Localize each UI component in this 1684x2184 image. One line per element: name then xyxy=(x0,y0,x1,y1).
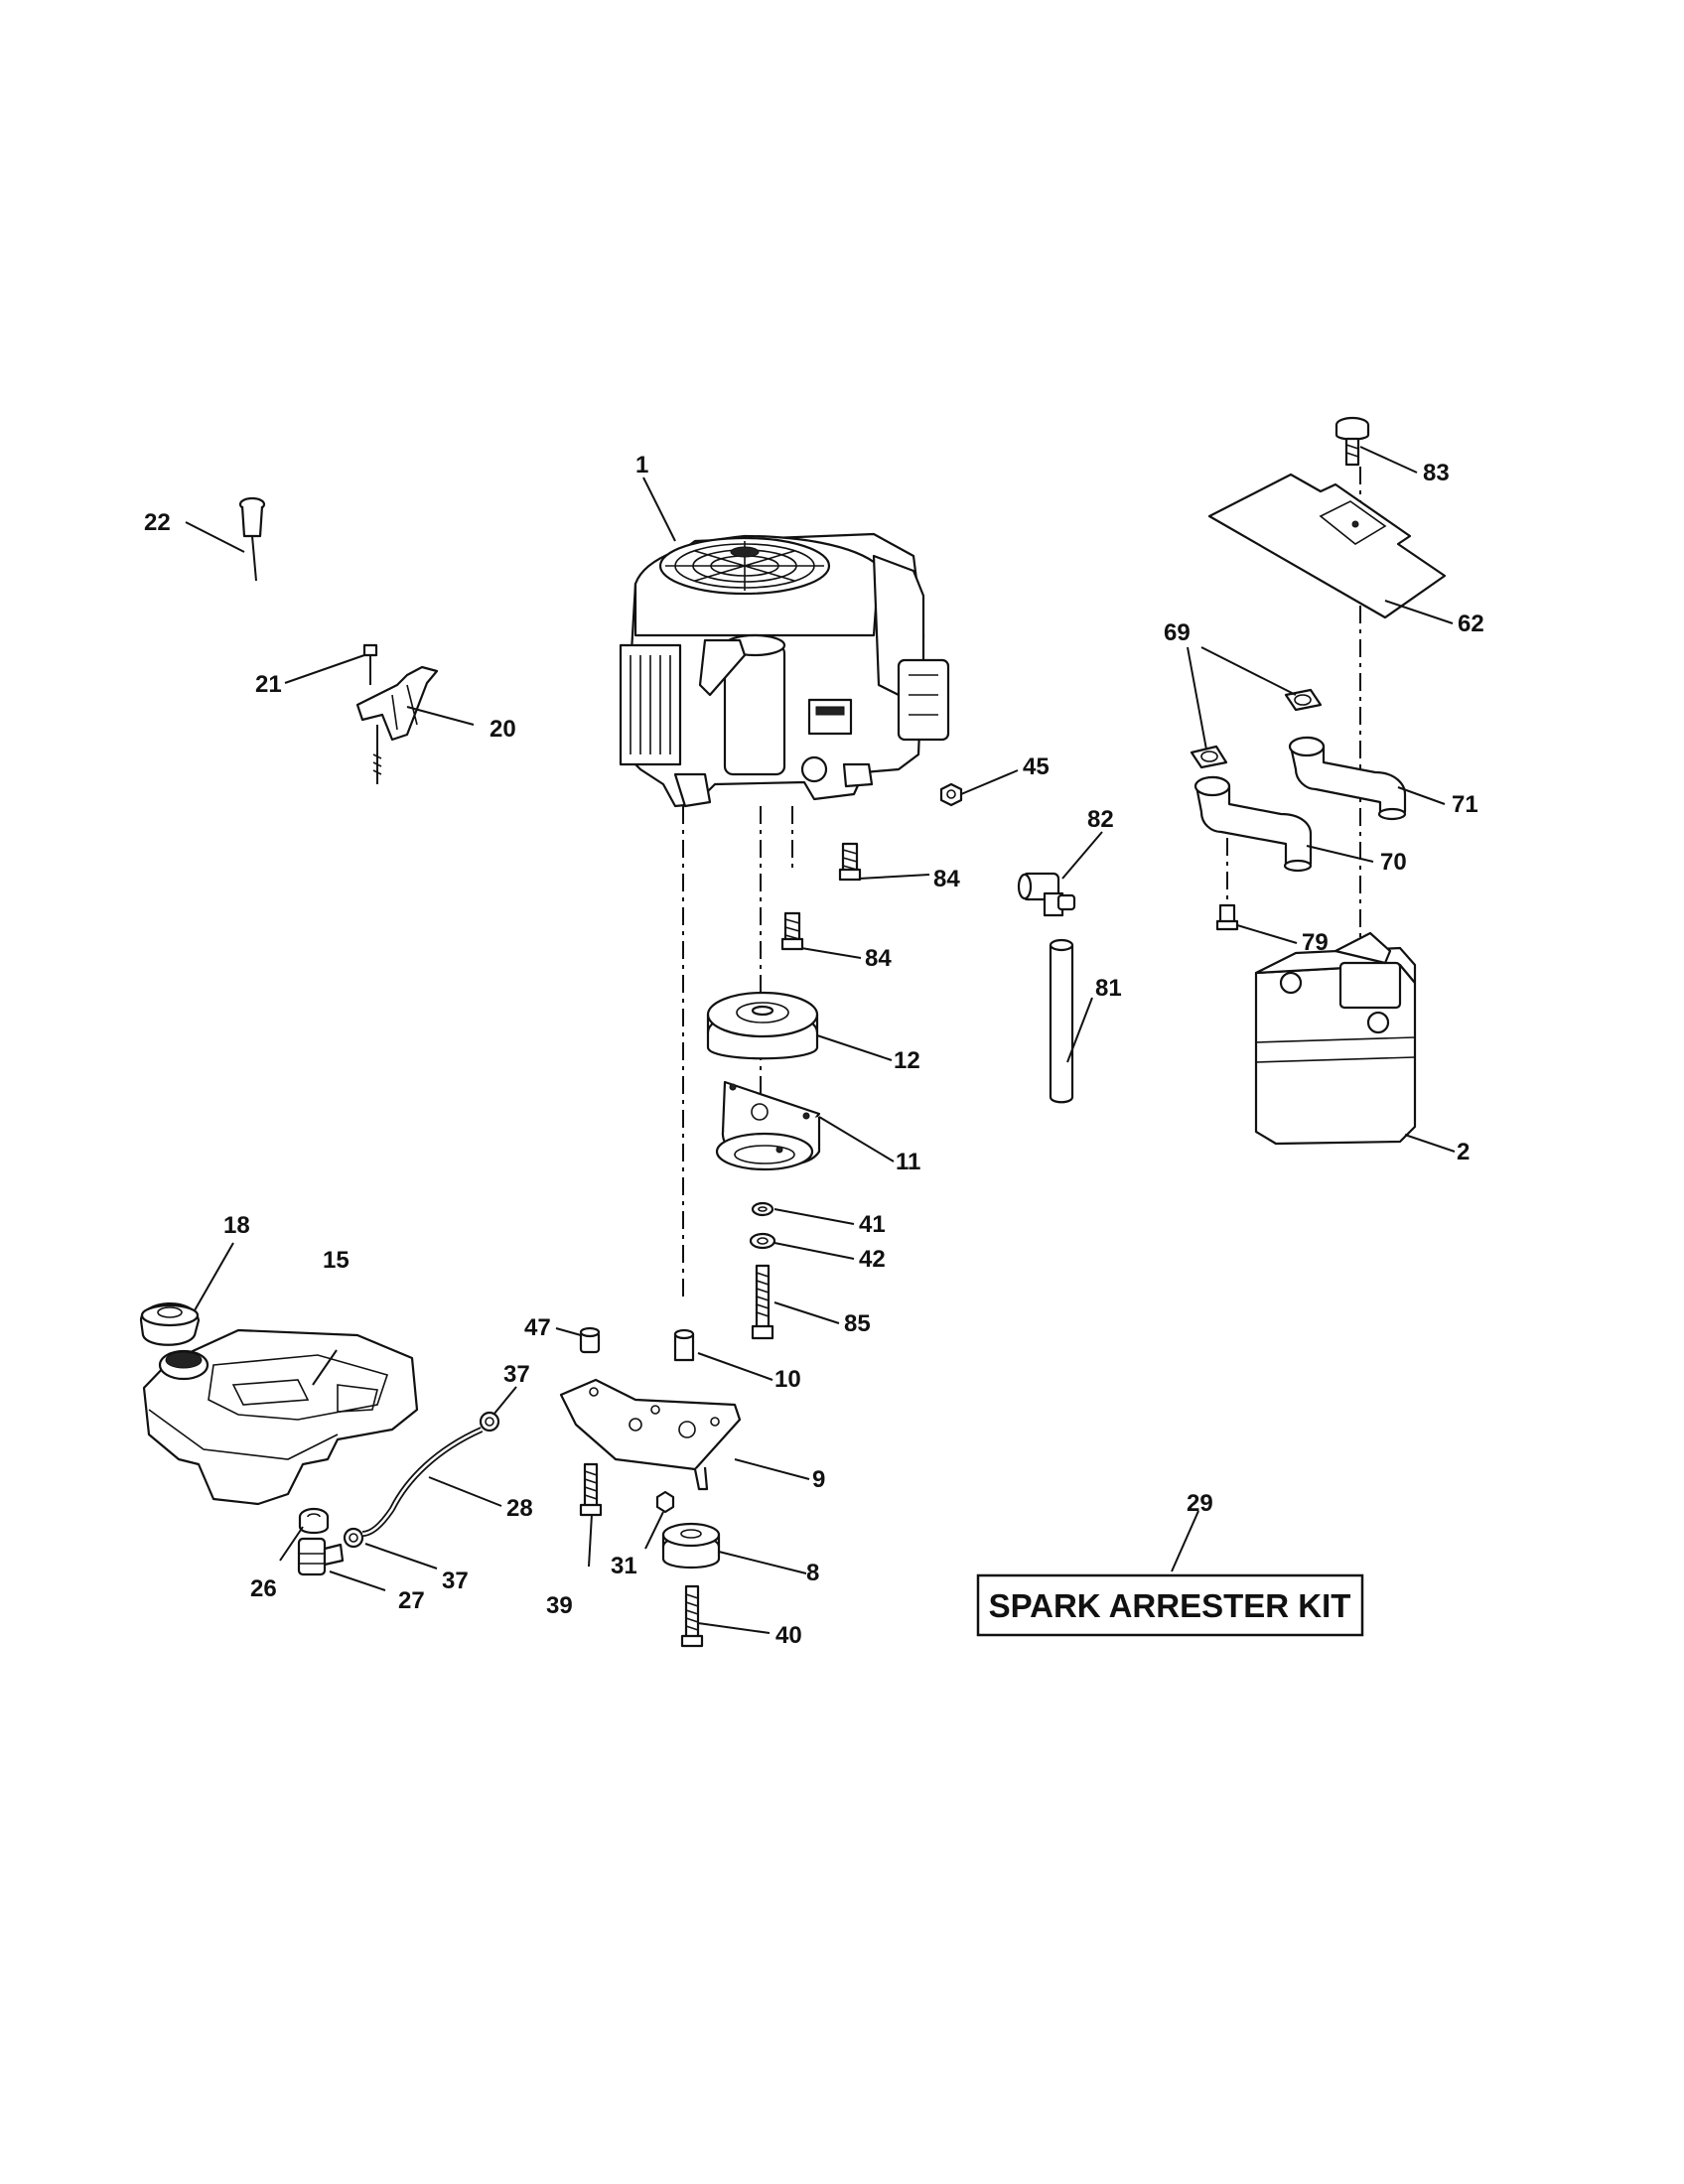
bolt-79 xyxy=(1215,903,1239,931)
callout-2: 2 xyxy=(1457,1139,1470,1165)
bolt-84a xyxy=(838,842,862,882)
muffler-2 xyxy=(1254,931,1417,1146)
callout-39: 39 xyxy=(546,1592,573,1619)
callout-84b: 84 xyxy=(865,945,892,972)
callout-45: 45 xyxy=(1023,753,1050,780)
bolt-40 xyxy=(680,1584,704,1648)
callout-62: 62 xyxy=(1458,611,1484,637)
callout-numbers: 1 2 8 9 10 11 12 15 18 20 21 22 26 27 28… xyxy=(144,452,1484,1649)
exhaust-pipe-70 xyxy=(1193,775,1313,873)
callout-85: 85 xyxy=(844,1310,871,1337)
callout-83: 83 xyxy=(1423,460,1450,486)
bracket-9 xyxy=(559,1378,742,1491)
callout-29: 29 xyxy=(1187,1490,1213,1517)
fuel-line-28 xyxy=(361,1427,484,1537)
callout-70: 70 xyxy=(1380,849,1407,876)
cap-47 xyxy=(579,1326,601,1354)
exhaust-pipe-71 xyxy=(1288,736,1407,821)
callout-21: 21 xyxy=(255,671,282,698)
spark-arrester-kit: SPARK ARRESTER KIT xyxy=(976,1573,1364,1637)
clamp-37a xyxy=(479,1411,500,1433)
fuel-tank-15 xyxy=(142,1328,419,1506)
washer-42 xyxy=(749,1232,776,1250)
callout-69: 69 xyxy=(1164,619,1191,646)
callout-71: 71 xyxy=(1452,791,1478,818)
washer-41 xyxy=(751,1201,774,1217)
callout-82: 82 xyxy=(1087,806,1114,833)
heat-shield-62 xyxy=(1207,473,1447,619)
callout-79: 79 xyxy=(1302,929,1329,956)
leader-lines xyxy=(185,446,1456,1634)
bolt-39 xyxy=(579,1462,603,1517)
bushing-26 xyxy=(298,1507,330,1535)
bolt-84b xyxy=(780,911,804,951)
callout-37b: 37 xyxy=(442,1568,469,1594)
pulley-12 xyxy=(706,991,819,1060)
bracket-20 xyxy=(355,665,439,784)
rivet-22 xyxy=(238,496,266,582)
engine xyxy=(619,532,950,808)
callout-20: 20 xyxy=(490,716,516,743)
callout-47: 47 xyxy=(524,1314,551,1341)
clamp-37b xyxy=(343,1527,364,1549)
callout-1: 1 xyxy=(635,452,648,478)
bolt-85 xyxy=(751,1264,774,1340)
screw-83 xyxy=(1334,416,1370,467)
valve-27 xyxy=(297,1537,345,1576)
callout-81: 81 xyxy=(1095,975,1122,1002)
callout-26: 26 xyxy=(250,1575,277,1602)
callout-8: 8 xyxy=(806,1560,819,1586)
elbow-82 xyxy=(1017,872,1076,917)
callout-9: 9 xyxy=(812,1466,825,1493)
screw-21 xyxy=(362,643,378,685)
callout-31: 31 xyxy=(611,1553,637,1579)
nut-31 xyxy=(655,1490,675,1514)
callout-22: 22 xyxy=(144,509,171,536)
callout-10: 10 xyxy=(774,1366,801,1393)
fuel-cap-18 xyxy=(139,1302,201,1346)
callout-28: 28 xyxy=(506,1495,533,1522)
idler-pulley-8 xyxy=(661,1522,721,1569)
callout-27: 27 xyxy=(398,1587,425,1614)
callout-84a: 84 xyxy=(933,866,960,892)
nut-45 xyxy=(939,782,963,807)
callout-42: 42 xyxy=(859,1246,886,1273)
callout-18: 18 xyxy=(223,1212,250,1239)
spark-arrester-kit-label: SPARK ARRESTER KIT xyxy=(989,1587,1351,1624)
tube-81 xyxy=(1049,938,1074,1104)
clutch-11 xyxy=(715,1080,821,1171)
callout-15: 15 xyxy=(323,1247,350,1274)
callout-11: 11 xyxy=(896,1149,920,1175)
callout-37a: 37 xyxy=(503,1361,530,1388)
callout-12: 12 xyxy=(894,1047,920,1074)
callout-41: 41 xyxy=(859,1211,886,1238)
spacer-10 xyxy=(673,1328,695,1362)
callout-40: 40 xyxy=(775,1622,802,1649)
